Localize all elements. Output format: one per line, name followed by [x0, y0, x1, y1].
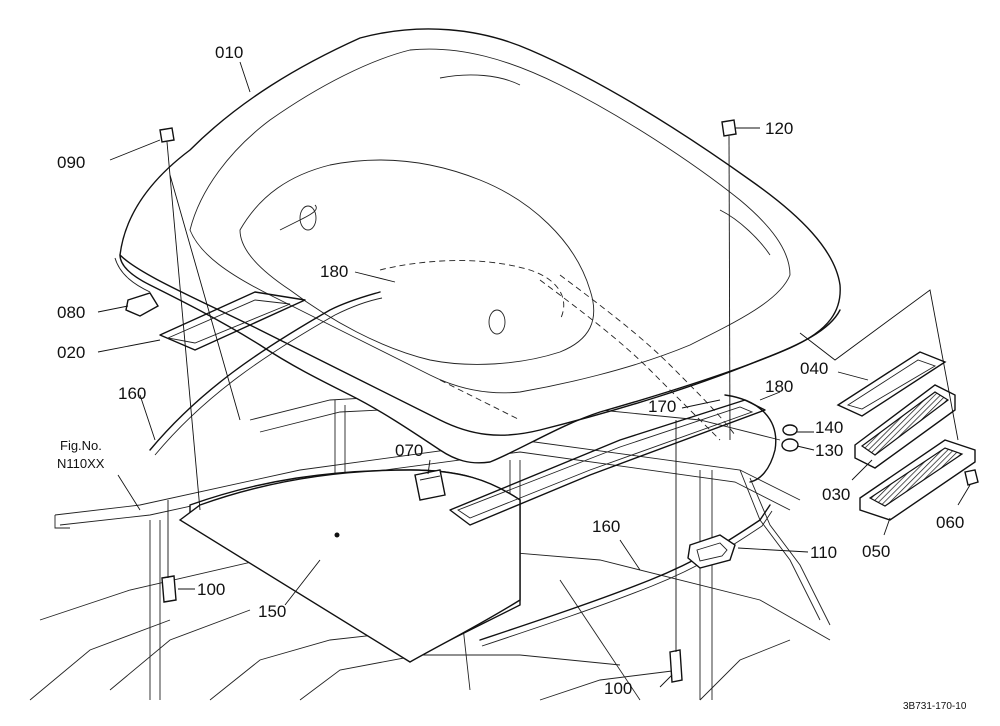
part-080	[125, 292, 159, 317]
callout-090: 090	[57, 153, 85, 172]
drawing-code: 3B731-170-10	[903, 701, 967, 712]
bolt-100-right	[669, 420, 683, 683]
callout-030: 030	[822, 485, 850, 504]
figure-reference: Fig.No. N110XX 3B731-170-10	[57, 438, 967, 712]
panel-150	[178, 469, 521, 663]
callout-180-center: 180	[320, 262, 348, 281]
bracket-line	[799, 289, 959, 441]
callout-150: 150	[258, 602, 286, 621]
callout-100-left: 100	[197, 580, 225, 599]
roof-010	[114, 28, 841, 464]
seal-020	[159, 291, 306, 351]
screw-060	[964, 469, 979, 486]
leader-lines	[97, 61, 971, 688]
filter-030	[854, 384, 956, 469]
callout-100-right: 100	[604, 679, 632, 698]
fig-label: Fig.No.	[60, 438, 102, 453]
strip-160-right	[479, 504, 773, 647]
callout-070: 070	[395, 441, 423, 460]
bolt-100-left	[161, 500, 177, 603]
callout-010: 010	[215, 43, 243, 62]
cover-050	[859, 439, 976, 521]
gasket-170	[449, 399, 766, 526]
callout-140: 140	[815, 418, 843, 437]
callout-060: 060	[936, 513, 964, 532]
nut-140-130	[781, 424, 799, 452]
callout-040: 040	[800, 359, 828, 378]
part-070	[414, 469, 446, 501]
wire-180-right	[724, 394, 777, 483]
callout-130: 130	[815, 441, 843, 460]
filter-040	[836, 351, 947, 417]
callout-160-left: 160	[118, 384, 146, 403]
callout-180-right: 180	[765, 377, 793, 396]
callout-050: 050	[862, 542, 890, 561]
bolt-120	[721, 119, 737, 441]
fig-number: N110XX	[57, 456, 105, 471]
callout-160-right: 160	[592, 517, 620, 536]
strip-160-left	[149, 291, 383, 456]
callout-020: 020	[57, 343, 85, 362]
callout-110: 110	[810, 543, 837, 562]
bolt-090	[159, 127, 241, 511]
callout-080: 080	[57, 303, 85, 322]
callout-170: 170	[648, 397, 676, 416]
handle-110	[687, 534, 736, 569]
callout-labels: 010 090 120 180 080 020 160 070 170 180 …	[57, 43, 964, 698]
callout-120: 120	[765, 119, 793, 138]
